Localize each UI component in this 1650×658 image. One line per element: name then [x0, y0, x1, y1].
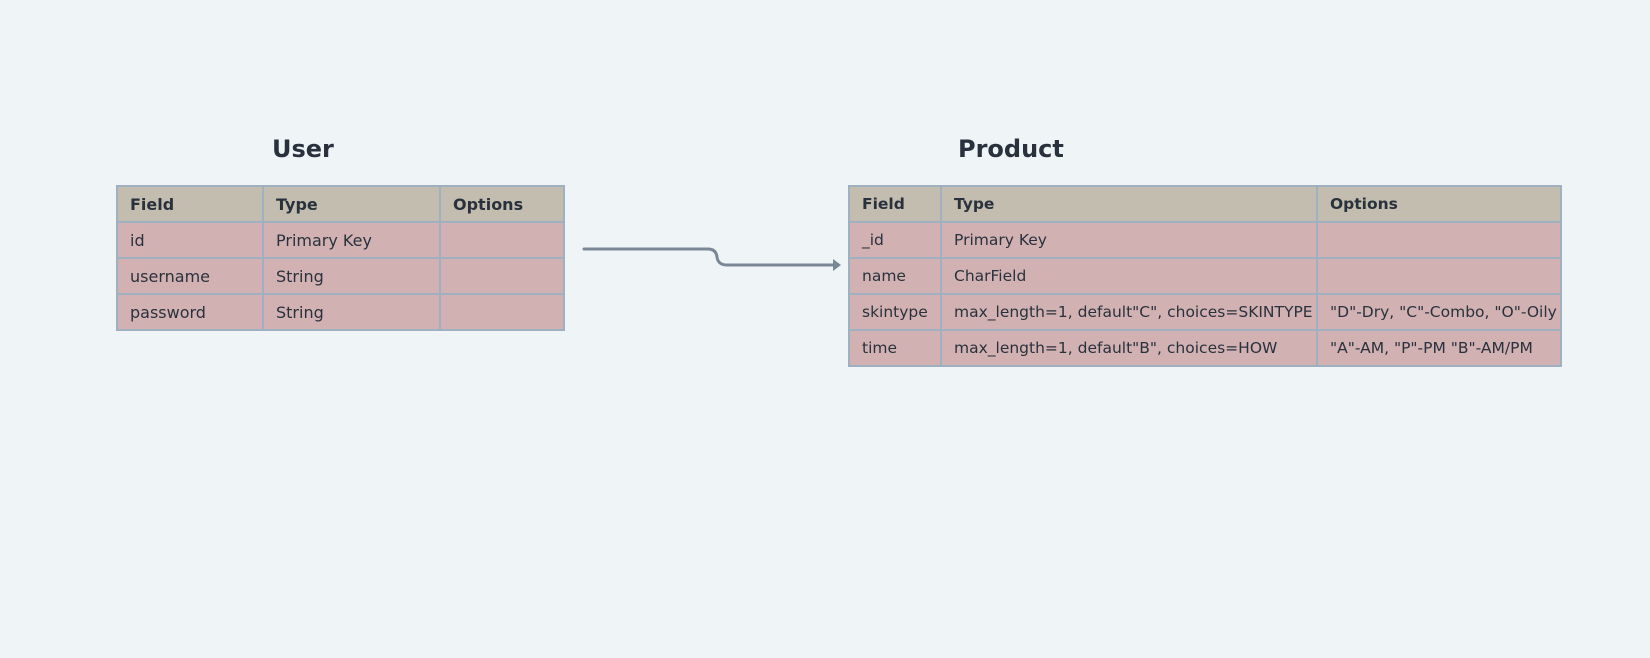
arrowhead-icon: [833, 259, 841, 271]
type-cell: String: [262, 293, 441, 331]
type-cell: Primary Key: [262, 221, 441, 259]
type-cell: String: [262, 257, 441, 295]
options-cell: [439, 221, 565, 259]
options-cell: [1316, 221, 1562, 259]
table-row[interactable]: username String: [116, 257, 565, 295]
product-entity-title: Product: [958, 135, 1064, 163]
field-cell: name: [848, 257, 942, 295]
field-cell: password: [116, 293, 264, 331]
field-cell: id: [116, 221, 264, 259]
user-entity-title: User: [272, 135, 334, 163]
header-type: Type: [262, 185, 441, 223]
type-cell: max_length=1, default"B", choices=HOW: [940, 329, 1318, 367]
type-cell: max_length=1, default"C", choices=SKINTY…: [940, 293, 1318, 331]
table-row[interactable]: time max_length=1, default"B", choices=H…: [848, 329, 1562, 367]
header-options: Options: [439, 185, 565, 223]
table-row[interactable]: _id Primary Key: [848, 221, 1562, 259]
header-field: Field: [848, 185, 942, 223]
table-row[interactable]: name CharField: [848, 257, 1562, 295]
field-cell: username: [116, 257, 264, 295]
options-cell: [439, 293, 565, 331]
table-header-row: Field Type Options: [116, 185, 565, 223]
options-cell: "D"-Dry, "C"-Combo, "O"-Oily: [1316, 293, 1562, 331]
options-cell: "A"-AM, "P"-PM "B"-AM/PM: [1316, 329, 1562, 367]
header-options: Options: [1316, 185, 1562, 223]
field-cell: _id: [848, 221, 942, 259]
header-type: Type: [940, 185, 1318, 223]
type-cell: CharField: [940, 257, 1318, 295]
table-row[interactable]: password String: [116, 293, 565, 331]
product-entity-table[interactable]: Field Type Options _id Primary Key name …: [848, 185, 1562, 367]
header-field: Field: [116, 185, 264, 223]
options-cell: [439, 257, 565, 295]
field-cell: time: [848, 329, 942, 367]
options-cell: [1316, 257, 1562, 295]
table-row[interactable]: skintype max_length=1, default"C", choic…: [848, 293, 1562, 331]
table-header-row: Field Type Options: [848, 185, 1562, 223]
type-cell: Primary Key: [940, 221, 1318, 259]
field-cell: skintype: [848, 293, 942, 331]
user-entity-table[interactable]: Field Type Options id Primary Key userna…: [116, 185, 565, 331]
relationship-line[interactable]: [582, 247, 840, 267]
table-row[interactable]: id Primary Key: [116, 221, 565, 259]
